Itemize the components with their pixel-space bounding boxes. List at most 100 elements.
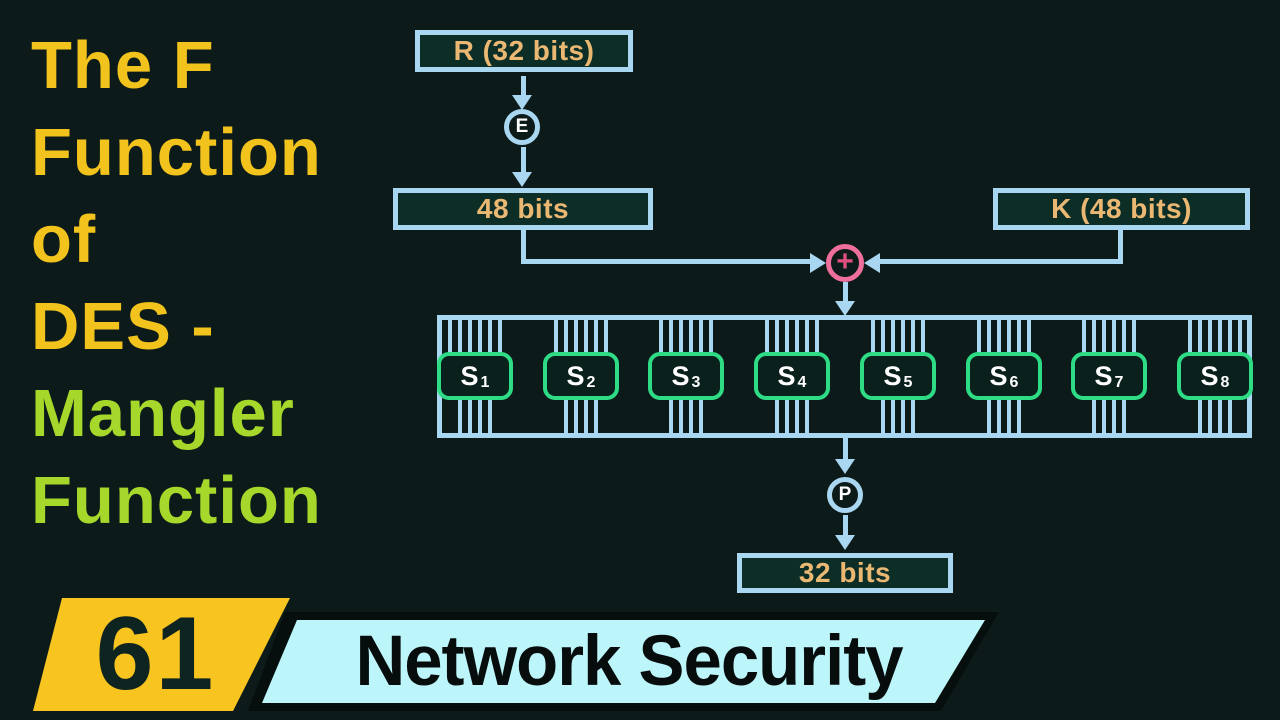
sbox-output-bit-line (488, 400, 492, 433)
sbox-input-bit-line (458, 320, 462, 352)
sbox-output-bus (437, 433, 1252, 438)
arrowhead-xor-to-sboxes (835, 301, 855, 316)
connector-48-down (521, 230, 526, 264)
sbox-input-bit-line (498, 320, 502, 352)
sbox-output-bit-line (805, 400, 809, 433)
sbox-input-bit-line (1218, 320, 1222, 352)
sbox-input-bit-line (1208, 320, 1212, 352)
sbox-output-bit-line (891, 400, 895, 433)
sbox-output-bit-line (1007, 400, 1011, 433)
s-box-3-index: 3 (691, 374, 701, 391)
s-box-6-index: 6 (1009, 374, 1019, 391)
arrowhead-e-to-48 (512, 172, 532, 187)
sbox-output-bit-line (679, 400, 683, 433)
sbox-output-bit-line (795, 400, 799, 433)
sbox-output-bit-line (785, 400, 789, 433)
sbox-input-bit-line (921, 320, 925, 352)
sbox-input-bit-line (1188, 320, 1192, 352)
sbox-input-bit-line (1007, 320, 1011, 352)
sbox-input-bit-line (1027, 320, 1031, 352)
s-box-4-label: S (777, 360, 796, 391)
sbox-output-bit-line (1122, 400, 1126, 433)
sbox-input-bit-line (1122, 320, 1126, 352)
sbox-output-bit-line (1208, 400, 1212, 433)
sbox-output-bit-line (478, 400, 482, 433)
title-line-4: DES - (31, 289, 215, 364)
s-box-6-label: S (989, 360, 1008, 391)
sbox-output-bit-line (468, 400, 472, 433)
sbox-output-bit-line (997, 400, 1001, 433)
expanded-48bits-box: 48 bits (393, 188, 653, 230)
sbox-input-bit-line (594, 320, 598, 352)
s-box-2-label: S (566, 360, 585, 391)
arrowhead-sboxes-to-p (835, 459, 855, 474)
s-box-8-label: S (1200, 360, 1219, 391)
sbox-input-bus (437, 315, 1252, 320)
sbox-output-bit-line (1102, 400, 1106, 433)
expansion-e-node: E (504, 109, 540, 145)
connector-k-to-xor (880, 259, 1123, 264)
key-k-box: K (48 bits) (993, 188, 1250, 230)
sbox-input-bit-line (881, 320, 885, 352)
series-banner: Network Security (248, 612, 999, 711)
sbox-input-bit-line (1132, 320, 1136, 352)
connector-e-to-48 (521, 147, 526, 173)
sbox-input-bit-line (1112, 320, 1116, 352)
sbox-input-bit-line (1017, 320, 1021, 352)
sbox-input-bit-line (805, 320, 809, 352)
sbox-input-bit-line (448, 320, 452, 352)
sbox-input-bit-line (1082, 320, 1086, 352)
sbox-output-bit-line (1092, 400, 1096, 433)
sbox-input-bit-line (604, 320, 608, 352)
sbox-input-bit-line (891, 320, 895, 352)
sbox-output-bit-line (584, 400, 588, 433)
r-input-box: R (32 bits) (415, 30, 633, 72)
arrowhead-k-to-xor (864, 253, 880, 273)
video-title: The F Function of DES - Mangler Function (31, 22, 322, 544)
sbox-input-bit-line (1238, 320, 1242, 352)
sbox-output-bit-line (1017, 400, 1021, 433)
sbox-output-bit-line (1198, 400, 1202, 433)
s-box-8-index: 8 (1220, 374, 1230, 391)
s-box-1-index: 1 (480, 374, 490, 391)
sbox-input-bit-line (1198, 320, 1202, 352)
sbox-output-bit-line (669, 400, 673, 433)
sbox-output-bit-line (574, 400, 578, 433)
sbox-input-bit-line (815, 320, 819, 352)
title-line-3: of (31, 202, 97, 277)
sbox-input-bit-line (1092, 320, 1096, 352)
sbox-output-bit-line (689, 400, 693, 433)
permutation-p-node: P (827, 477, 863, 513)
sbox-output-bit-line (594, 400, 598, 433)
title-line-1: The F (31, 28, 215, 103)
connector-r-to-e (521, 76, 526, 98)
sbox-input-bit-line (901, 320, 905, 352)
sbox-input-bit-line (689, 320, 693, 352)
series-title: Network Security (355, 622, 904, 701)
episode-badge: 61 (33, 598, 290, 711)
sbox-output-bit-line (1218, 400, 1222, 433)
sbox-input-bit-line (785, 320, 789, 352)
sbox-output-bit-line (901, 400, 905, 433)
sbox-input-bit-line (871, 320, 875, 352)
sbox-input-bit-line (574, 320, 578, 352)
sbox-input-bit-line (659, 320, 663, 352)
sbox-input-bit-line (709, 320, 713, 352)
output-32bits-box: 32 bits (737, 553, 953, 593)
sbox-output-bit-line (881, 400, 885, 433)
title-line-6: Function (31, 463, 322, 538)
sbox-input-bit-line (584, 320, 588, 352)
s-box-7-index: 7 (1114, 374, 1124, 391)
sbox-input-bit-line (564, 320, 568, 352)
connector-xor-to-sboxes (843, 282, 848, 304)
title-line-5: Mangler (31, 376, 295, 451)
sbox-input-bit-line (478, 320, 482, 352)
